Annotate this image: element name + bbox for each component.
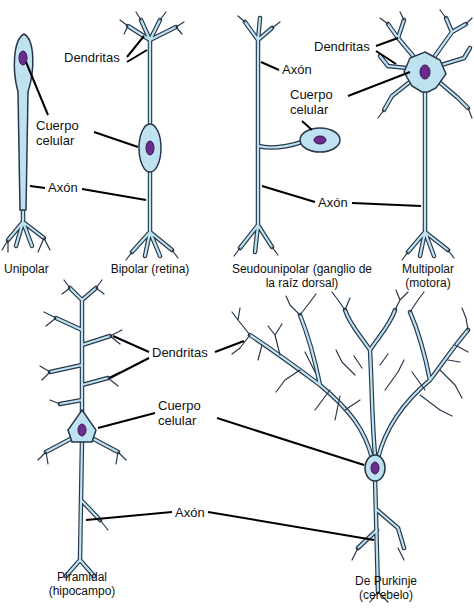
illustration-part: [348, 72, 410, 96]
type-caption: Multipolar (motora): [386, 262, 470, 290]
illustration-part: [26, 62, 48, 115]
type-caption: Unipolar: [4, 262, 49, 276]
illustration-part: [352, 203, 421, 206]
part-label: Axón: [48, 180, 78, 195]
illustration-part: [365, 455, 385, 481]
illustration-part: [262, 186, 315, 202]
illustration-part: [258, 345, 462, 420]
illustration-part: [139, 124, 161, 172]
illustration-part: [378, 10, 472, 260]
illustration-part: [215, 341, 244, 352]
illustration-part: [86, 512, 172, 520]
part-label: Axón: [282, 62, 312, 77]
illustration-part: [94, 132, 138, 147]
leader-lines: [26, 36, 421, 540]
illustration-part: [217, 418, 364, 465]
fine-branches: [2, 10, 472, 602]
part-label: Dendritas: [314, 39, 370, 54]
part-label: Axón: [175, 505, 205, 520]
type-caption: Seudounipolar (ganglio de la raíz dorsal…: [226, 262, 378, 290]
illustration-part: [371, 462, 379, 474]
type-caption: Piramidal (hipocampo): [28, 570, 136, 598]
dendrite-outline: [8, 18, 470, 592]
illustration-part: [2, 238, 50, 252]
part-label: Dendritas: [64, 50, 120, 65]
dendrite-fill: [8, 18, 470, 592]
part-label: Cuerpo celular: [36, 118, 94, 148]
illustration-part: [113, 336, 149, 352]
illustration-part: [120, 12, 184, 34]
part-label: Cuerpo celular: [290, 87, 348, 117]
illustration-part: [68, 410, 96, 442]
illustration-part: [8, 18, 470, 592]
illustration-part: [261, 62, 279, 70]
illustration-part: [300, 128, 340, 152]
illustration-part: [404, 52, 446, 92]
illustration-part: [208, 512, 374, 540]
illustration-part: [78, 424, 86, 436]
illustration-part: [8, 18, 470, 592]
illustration-part: [30, 186, 45, 188]
illustration-part: [420, 65, 430, 79]
illustration-part: [332, 290, 468, 352]
illustration-part: [82, 189, 146, 200]
illustration-part: [127, 50, 147, 62]
type-caption: De Purkinje (cerebelo): [334, 574, 438, 602]
type-caption: Bipolar (retina): [110, 262, 190, 276]
part-label: Dendritas: [152, 345, 208, 360]
illustration-part: [376, 51, 396, 64]
cell-bodies: [14, 34, 446, 481]
illustration-part: [376, 38, 398, 46]
illustration-part: [98, 413, 155, 428]
illustration-part: [302, 121, 312, 130]
part-label: Cuerpo celular: [158, 398, 216, 428]
illustration-part: [14, 34, 32, 210]
illustration-part: [38, 280, 126, 530]
part-label: Axón: [318, 195, 348, 210]
illustration-part: [146, 141, 154, 155]
illustration-part: [110, 358, 149, 378]
illustration-part: [232, 294, 316, 355]
illustration-part: [314, 136, 326, 144]
illustration-part: [126, 16, 280, 260]
